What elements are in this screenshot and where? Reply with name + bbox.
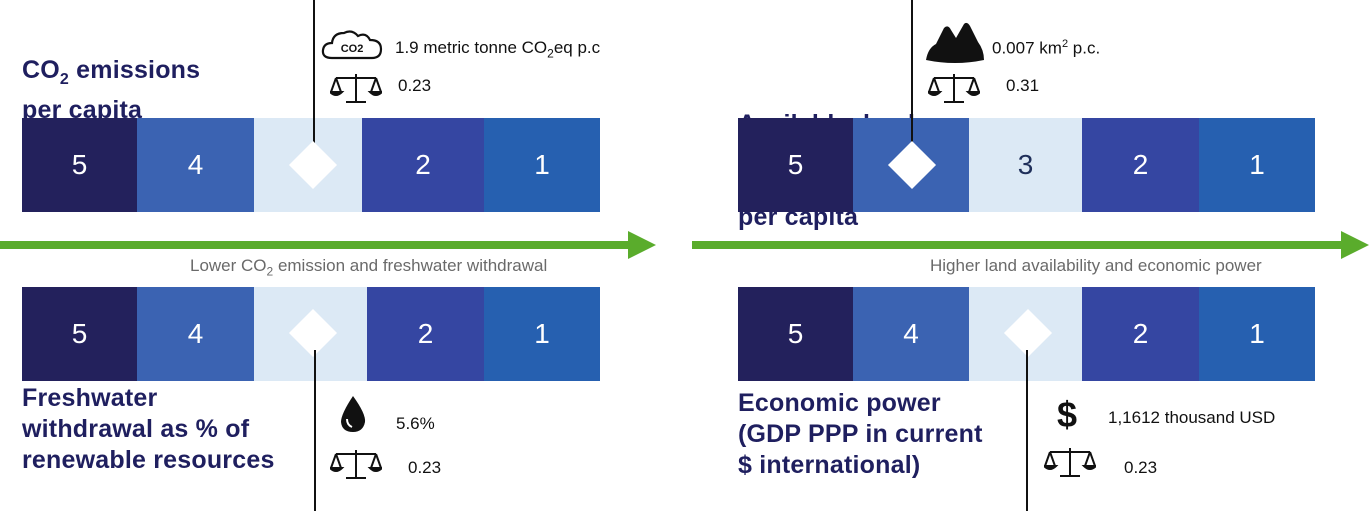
economic-title-line1: Economic power	[738, 389, 941, 417]
cloud-icon: CO2	[320, 28, 384, 67]
co2-value: 1.9 metric tonne CO2eq p.c	[395, 38, 601, 61]
freshwater-panel-title: Freshwater withdrawal as % of renewable …	[22, 383, 275, 476]
economic-pointer-line	[1026, 350, 1028, 511]
co2-title-line1: CO2 emissions	[22, 56, 201, 88]
economic-title-line3: $ international)	[738, 451, 921, 479]
co2-rank-4: 4	[137, 118, 254, 212]
co2-pointer-line	[313, 0, 315, 146]
dollar-icon: $	[1057, 394, 1078, 435]
co2-weight: 0.23	[398, 76, 432, 95]
right-direction-arrow	[692, 241, 1344, 249]
land-weight: 0.31	[1006, 76, 1040, 95]
freshwater-rank-4: 4	[137, 287, 254, 381]
freshwater-rank-bar: 5 4 2 1	[22, 287, 600, 381]
land-value: 0.007 km2 p.c.	[992, 38, 1101, 58]
freshwater-rank-5: 5	[22, 287, 137, 381]
balance-scale-icon	[327, 446, 385, 487]
economic-panel-title: Economic power (GDP PPP in current $ int…	[738, 388, 983, 481]
economic-rank-2: 2	[1082, 287, 1199, 381]
right-arrow-caption: Higher land availability and economic po…	[930, 256, 1262, 275]
economic-rank-5: 5	[738, 287, 853, 381]
freshwater-title-line1: Freshwater	[22, 384, 158, 412]
freshwater-rank-1: 1	[484, 287, 600, 381]
economic-value: 1,1612 thousand USD	[1108, 408, 1276, 427]
water-drop-icon	[338, 394, 368, 439]
economic-rank-bar: 5 4 2 1	[738, 287, 1315, 381]
co2-panel-title: CO2 emissions per capita	[22, 55, 200, 126]
economic-title-line2: (GDP PPP in current	[738, 420, 983, 448]
freshwater-title-line3: renewable resources	[22, 446, 275, 474]
co2-rank-5: 5	[22, 118, 137, 212]
land-rank-3: 3	[969, 118, 1082, 212]
economic-weight: 0.23	[1124, 458, 1158, 477]
balance-scale-icon	[1041, 444, 1099, 485]
land-rank-bar: 5 3 2 1	[738, 118, 1315, 212]
co2-rank-bar: 5 4 2 1	[22, 118, 600, 212]
balance-scale-icon	[327, 70, 385, 111]
svg-text:CO2: CO2	[341, 43, 364, 55]
economic-rank-4: 4	[853, 287, 969, 381]
freshwater-title-line2: withdrawal as % of	[22, 415, 250, 443]
land-rank-1: 1	[1199, 118, 1315, 212]
balance-scale-icon	[925, 70, 983, 111]
left-arrow-caption: Lower CO2 emission and freshwater withdr…	[190, 256, 548, 279]
land-rank-2: 2	[1082, 118, 1199, 212]
left-arrow-head	[628, 231, 656, 259]
land-pointer-line	[911, 0, 913, 146]
co2-rank-1: 1	[484, 118, 600, 212]
land-rank-5: 5	[738, 118, 853, 212]
freshwater-rank-2: 2	[367, 287, 484, 381]
economic-rank-1: 1	[1199, 287, 1315, 381]
freshwater-weight: 0.23	[408, 458, 442, 477]
co2-rank-2: 2	[362, 118, 484, 212]
left-direction-arrow	[0, 241, 632, 249]
freshwater-value: 5.6%	[396, 414, 435, 433]
freshwater-pointer-line	[314, 350, 316, 511]
mountain-icon	[924, 20, 986, 69]
right-arrow-head	[1341, 231, 1369, 259]
